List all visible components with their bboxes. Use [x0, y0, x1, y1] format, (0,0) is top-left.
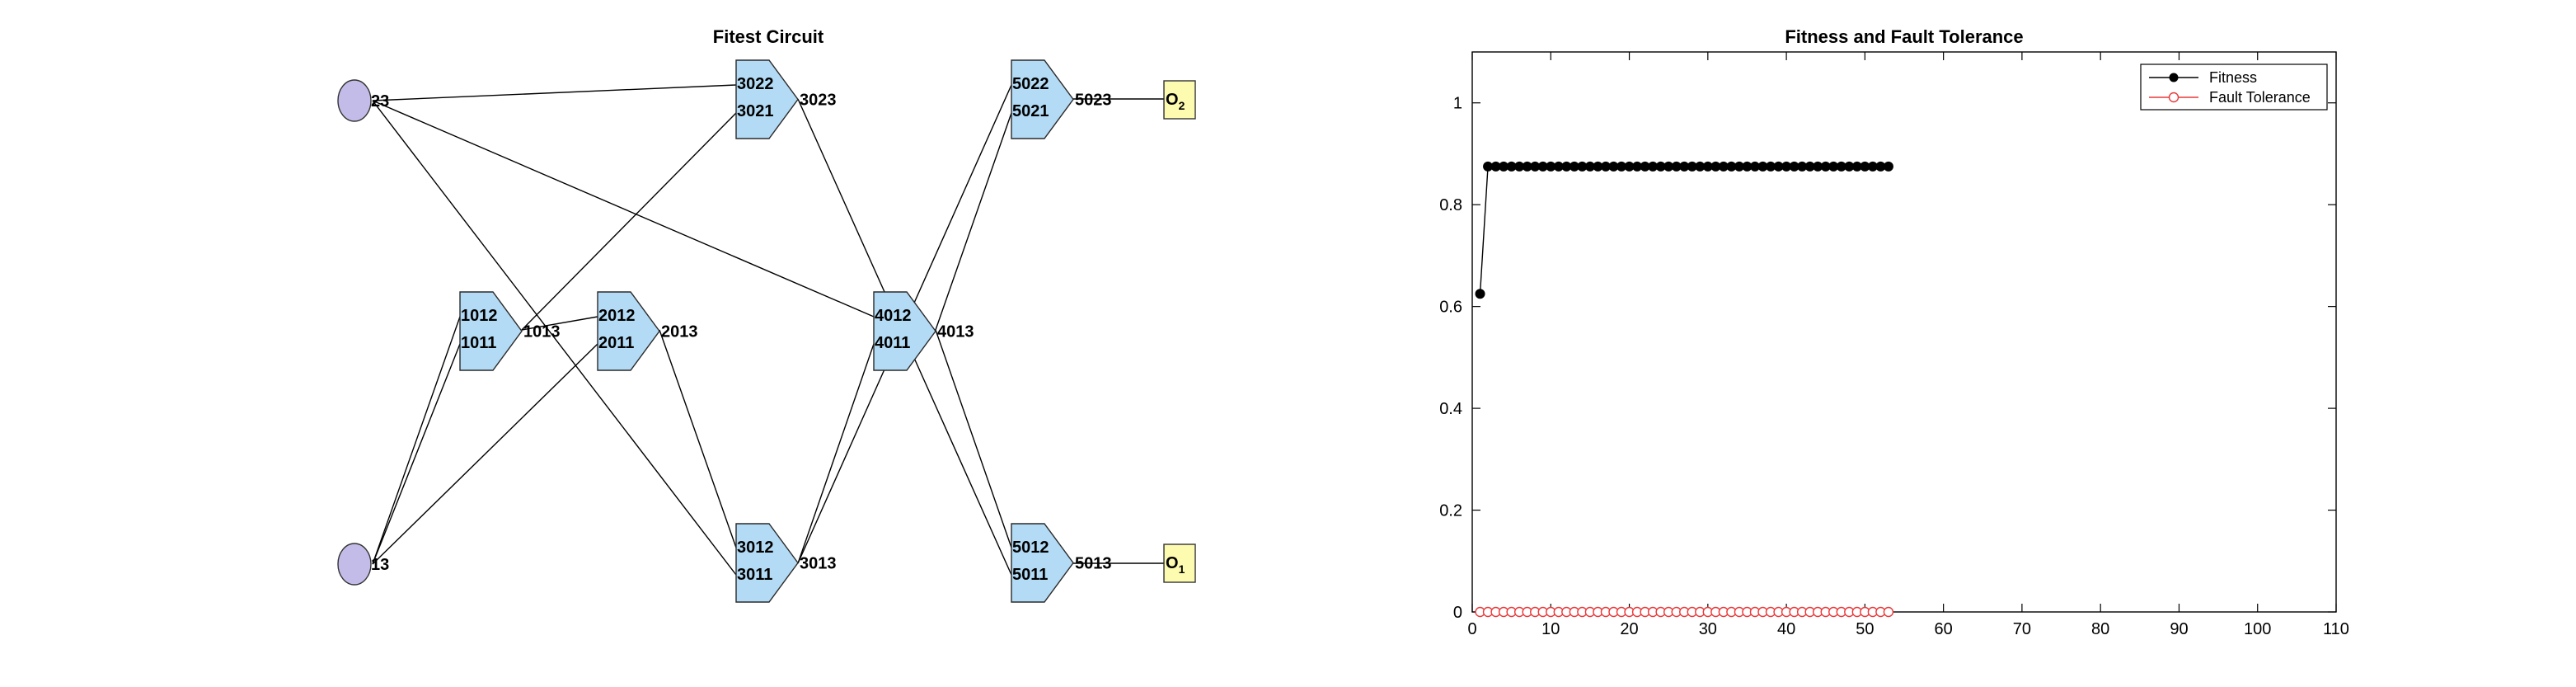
gate-input-pin: 5021: [1012, 102, 1049, 120]
wire: [372, 343, 461, 565]
input-label: 23: [371, 92, 389, 111]
circuit-wires: [372, 84, 1164, 576]
x-tick-label: 100: [2244, 620, 2271, 638]
gate-g51: 5012 5011 5013: [1011, 523, 1112, 603]
y-tick-label: 0.2: [1439, 502, 1462, 520]
gate-output-pin: 2013: [661, 323, 698, 341]
legend-marker: [2169, 73, 2179, 82]
gate-g10: 1012 1011 1013: [459, 291, 561, 371]
wire: [372, 100, 875, 318]
gate-g30: 3022 3021 3023: [735, 59, 837, 139]
wire: [521, 316, 598, 331]
chart-series: [1475, 161, 1894, 618]
gate-body: [735, 59, 799, 139]
output-label: O1: [1166, 554, 1185, 576]
wire: [372, 343, 598, 565]
circuit-title: Fitest Circuit: [713, 26, 824, 47]
legend-marker: [2168, 92, 2180, 103]
legend-label: Fitness: [2209, 69, 2257, 86]
gate-input-pin: 5022: [1012, 75, 1049, 93]
wire: [797, 343, 875, 564]
wire: [935, 112, 1012, 331]
series-line: [1479, 166, 1889, 294]
y-tick-label: 0.6: [1439, 299, 1462, 317]
x-tick-label: 20: [1620, 620, 1638, 638]
output-node: [1163, 80, 1196, 120]
gate-body: [597, 291, 660, 371]
gate-input-pin: 3011: [737, 566, 772, 584]
gate-output-pin: 5013: [1075, 555, 1112, 573]
legend-box: [2140, 64, 2328, 111]
gate-output-pin: 5023: [1075, 92, 1112, 110]
gate-input-pin: 5011: [1012, 566, 1048, 584]
gate-input-pin: 1012: [461, 307, 498, 325]
gate-input-pin: 2011: [598, 334, 634, 352]
x-tick-label: 70: [2013, 620, 2031, 638]
gate-g50: 5022 5021 5023: [1011, 59, 1112, 139]
gate-input-pin: 2012: [598, 307, 636, 325]
gate-g20: 2012 2011 2013: [597, 291, 698, 371]
gate-body: [735, 523, 799, 603]
series-fault-tolerance: [1475, 606, 1894, 618]
x-tick-label: 30: [1699, 620, 1717, 638]
wire: [372, 100, 737, 576]
gate-output-pin: 4013: [937, 323, 974, 341]
circuit-diagram: Fitest Circuit 23 13 3022 3021 3023 5022 5021…: [337, 26, 1196, 603]
wire: [935, 329, 1012, 548]
x-tick-label: 50: [1856, 620, 1874, 638]
circuit-inputs: 23 13: [337, 79, 389, 586]
x-tick-label: 80: [2091, 620, 2109, 638]
gate-body: [459, 291, 523, 371]
data-point: [1883, 161, 1893, 172]
gate-output-pin: 3023: [800, 92, 837, 110]
gate-body: [873, 291, 936, 371]
gate-g40: 4012 4011 4013: [873, 291, 974, 371]
gate-input-pin: 3012: [737, 539, 774, 557]
y-tick-label: 1: [1453, 95, 1462, 113]
gate-g31: 3012 3011 3013: [735, 523, 837, 603]
y-tick-label: 0: [1453, 604, 1462, 622]
gate-input-pin: 4012: [875, 307, 912, 325]
series-fitness: [1475, 161, 1893, 299]
circuit-gates: 3022 3021 3023 5022 5021 5023 1012 1011 1013 2012…: [459, 59, 1112, 603]
x-tick-label: 0: [1467, 620, 1476, 638]
x-tick-label: 40: [1777, 620, 1795, 638]
wire: [372, 84, 737, 101]
x-tick-label: 90: [2170, 620, 2188, 638]
input-node: [337, 543, 372, 586]
output-node: [1163, 543, 1196, 583]
gate-input-pin: 3022: [737, 75, 774, 93]
gate-input-pin: 5012: [1012, 539, 1049, 557]
gate-input-pin: 3021: [737, 102, 774, 120]
gate-output-pin: 3013: [800, 555, 837, 573]
wire: [659, 329, 737, 548]
gate-input-pin: 4011: [875, 334, 910, 352]
x-tick-label: 60: [1935, 620, 1953, 638]
data-point: [1475, 289, 1485, 299]
axis-ticks: 0 10 20 30 40 50 60 70 80 90 100 110 0 0.2 0.4 0.6 0.8 1: [1439, 52, 2349, 638]
gate-body: [1011, 59, 1074, 139]
wire: [372, 316, 461, 565]
x-tick-label: 10: [1541, 620, 1560, 638]
legend-label: Fault Tolerance: [2209, 89, 2311, 106]
plot-area: [1471, 51, 2337, 613]
chart-title: Fitness and Fault Tolerance: [1785, 26, 2023, 47]
data-point: [1883, 606, 1894, 618]
output-label: O2: [1166, 91, 1185, 112]
input-label: 13: [371, 556, 389, 574]
y-tick-label: 0.8: [1439, 196, 1462, 214]
wire: [521, 112, 737, 331]
x-tick-label: 110: [2323, 620, 2349, 638]
y-tick-label: 0.4: [1439, 400, 1462, 418]
gate-input-pin: 1011: [461, 334, 496, 352]
input-node: [337, 79, 372, 122]
gate-body: [1011, 523, 1074, 603]
gate-output-pin: 1013: [523, 323, 561, 341]
